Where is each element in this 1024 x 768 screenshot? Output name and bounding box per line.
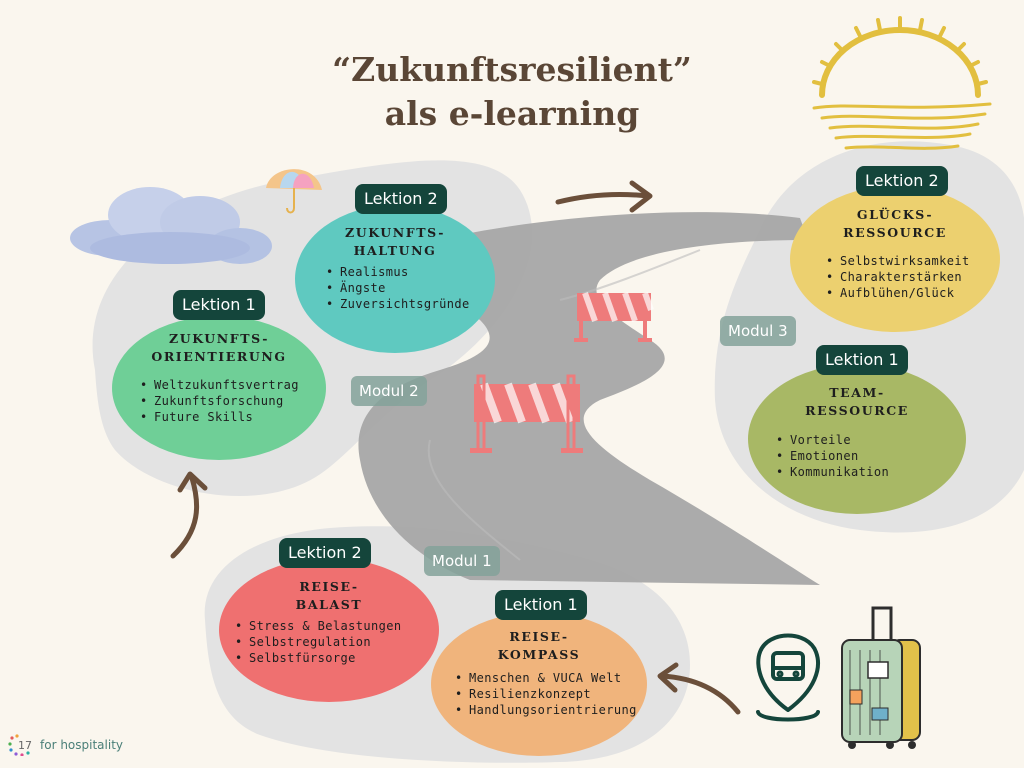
bullet-item: Handlungsorientrierung (455, 702, 637, 718)
arrow-icon (170, 471, 208, 559)
lesson-bullets: Menschen & VUCA Welt Resilienzkonzept Ha… (455, 670, 637, 718)
bullet-item: Selbstwirksamkeit (826, 253, 970, 269)
bullet-item: Stress & Belastungen (235, 618, 402, 634)
lesson-bullets: Stress & Belastungen Selbstregulation Se… (235, 618, 402, 666)
lesson-tag: Lektion 2 (279, 538, 371, 568)
lesson-tag: Lektion 2 (355, 184, 447, 214)
page-subtitle: als e-learning (384, 94, 640, 133)
barrier-icon (574, 291, 654, 342)
bullet-item: Weltzukunftsvertrag (140, 377, 299, 393)
bullet-item: Resilienzkonzept (455, 686, 637, 702)
bullet-item: Charakterstärken (826, 269, 970, 285)
modul-2-label: Modul 2 (351, 376, 427, 406)
bullet-item: Ängste (326, 280, 470, 296)
lesson-bullets: Selbstwirksamkeit Charakterstärken Aufbl… (826, 253, 970, 301)
logo: 17 for hospitality (8, 734, 123, 756)
arrow-icon (555, 180, 653, 213)
lesson-heading: REISE- KOMPASS (497, 629, 581, 662)
lesson-tag: Lektion 1 (495, 590, 587, 620)
bullet-item: Selbstregulation (235, 634, 402, 650)
bullet-item: Future Skills (140, 409, 299, 425)
suitcase-icon (841, 606, 921, 749)
logo-number: 17 (18, 738, 32, 752)
bus-stop-icon (756, 633, 820, 722)
bullet-item: Zukunftsforschung (140, 393, 299, 409)
sun-icon (812, 16, 992, 150)
cloud-icon (70, 187, 272, 264)
bullet-item: Realismus (326, 264, 470, 280)
bullet-item: Kommunikation (776, 464, 889, 480)
lesson-bullets: Realismus Ängste Zuversichtsgründe (326, 264, 470, 312)
lesson-heading: REISE- BALAST (295, 579, 363, 612)
bullet-item: Aufblühen/Glück (826, 285, 970, 301)
page-title: “Zukunftsresilient” (332, 50, 692, 89)
bullet-item: Vorteile (776, 432, 889, 448)
lesson-heading: ZUKUNFTS- ORIENTIERUNG (151, 331, 287, 364)
lesson-heading: TEAM- RESSOURCE (805, 385, 909, 418)
lesson-heading: ZUKUNFTS- HALTUNG (344, 225, 446, 258)
barrier-icon (470, 374, 583, 453)
lesson-bullets: Vorteile Emotionen Kommunikation (776, 432, 889, 480)
bullet-item: Zuversichtsgründe (326, 296, 470, 312)
lesson-tag: Lektion 1 (173, 290, 265, 320)
bullet-item: Menschen & VUCA Welt (455, 670, 637, 686)
bullet-item: Selbstfürsorge (235, 650, 402, 666)
modul-1-label: Modul 1 (424, 546, 500, 576)
logo-text: for hospitality (40, 738, 123, 752)
lesson-tag: Lektion 2 (856, 166, 948, 196)
modul-3-label: Modul 3 (720, 316, 796, 346)
lesson-bullets: Weltzukunftsvertrag Zukunftsforschung Fu… (140, 377, 299, 425)
arrow-icon (657, 662, 741, 715)
logo-icon (8, 734, 30, 756)
umbrella-icon (266, 169, 322, 214)
lesson-heading: GLÜCKS- RESSOURCE (843, 207, 947, 240)
bullet-item: Emotionen (776, 448, 889, 464)
lesson-tag: Lektion 1 (816, 345, 908, 375)
